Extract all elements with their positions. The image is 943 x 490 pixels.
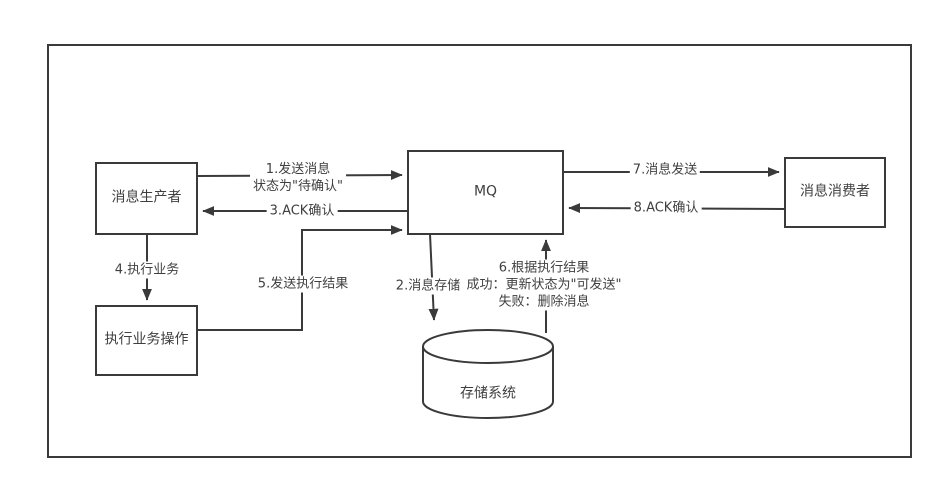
edge-6-label-line3: 失败：删除消息 xyxy=(498,294,590,310)
storage-cylinder-top xyxy=(422,329,554,364)
edge-2-store-message-line xyxy=(428,233,439,321)
executor-node-box xyxy=(95,305,198,376)
mq-node-box xyxy=(407,150,564,235)
edge-5-label: 5.发送执行结果 xyxy=(254,275,352,293)
edge-1-label-line2: 状态为"待确认" xyxy=(253,179,343,194)
edge-2-label: 2.消息存储 xyxy=(392,277,464,295)
storage-cylinder xyxy=(422,329,554,419)
edge-8-label: 8.ACK确认 xyxy=(630,199,702,217)
edge-4-label: 4.执行业务 xyxy=(111,261,183,279)
edge-7-label: 7.消息发送 xyxy=(629,161,701,179)
edge-6-label-line2: 成功：更新状态为"可发送" xyxy=(466,277,622,293)
edge-1-label: 1.发送消息 状态为"待确认" xyxy=(250,161,346,195)
edge-1-label-line1: 1.发送消息 xyxy=(265,162,331,177)
storage-node-label: 存储系统 xyxy=(460,385,516,402)
mq-node-label: MQ xyxy=(473,183,498,200)
producer-node-box xyxy=(95,162,198,235)
executor-node-label: 执行业务操作 xyxy=(104,331,189,348)
consumer-node-box xyxy=(784,157,886,228)
consumer-node-label: 消息消费者 xyxy=(800,183,870,200)
storage-cylinder-body xyxy=(422,346,554,419)
edge-3-label: 3.ACK确认 xyxy=(266,202,338,220)
producer-node-label: 消息生产者 xyxy=(111,189,182,206)
edge-6-label: 6.根据执行结果 成功：更新状态为"可发送" 失败：删除消息 xyxy=(463,259,625,311)
edge-6-label-line1: 6.根据执行结果 xyxy=(498,260,590,276)
